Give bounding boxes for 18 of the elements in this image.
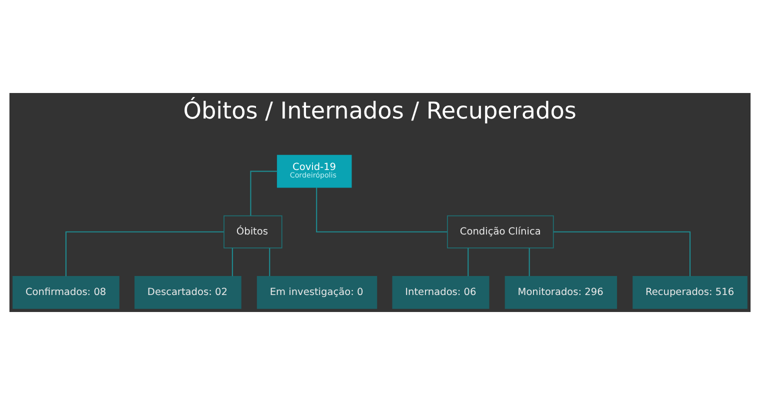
node-box: Monitorados: 296 bbox=[504, 276, 618, 309]
node-box: Recuperados: 516 bbox=[632, 276, 748, 309]
connector bbox=[316, 188, 448, 232]
node-box: Em investigação: 0 bbox=[256, 276, 378, 309]
node-box: Óbitos bbox=[224, 215, 282, 248]
connector bbox=[232, 248, 233, 276]
node-box: Confirmados: 08 bbox=[12, 276, 120, 309]
connector bbox=[269, 248, 270, 276]
node-box: Descartados: 02 bbox=[134, 276, 242, 309]
node-box: Internados: 06 bbox=[392, 276, 490, 309]
connector bbox=[553, 231, 691, 276]
node-box: Covid-19 Cordeirópolis bbox=[276, 154, 352, 188]
connector bbox=[528, 248, 530, 276]
connector bbox=[468, 248, 469, 276]
diagram-title: Óbitos / Internados / Recuperados bbox=[183, 98, 576, 125]
node-box: Condição Clínica bbox=[447, 215, 554, 248]
connector bbox=[65, 231, 224, 276]
connector bbox=[250, 170, 278, 216]
